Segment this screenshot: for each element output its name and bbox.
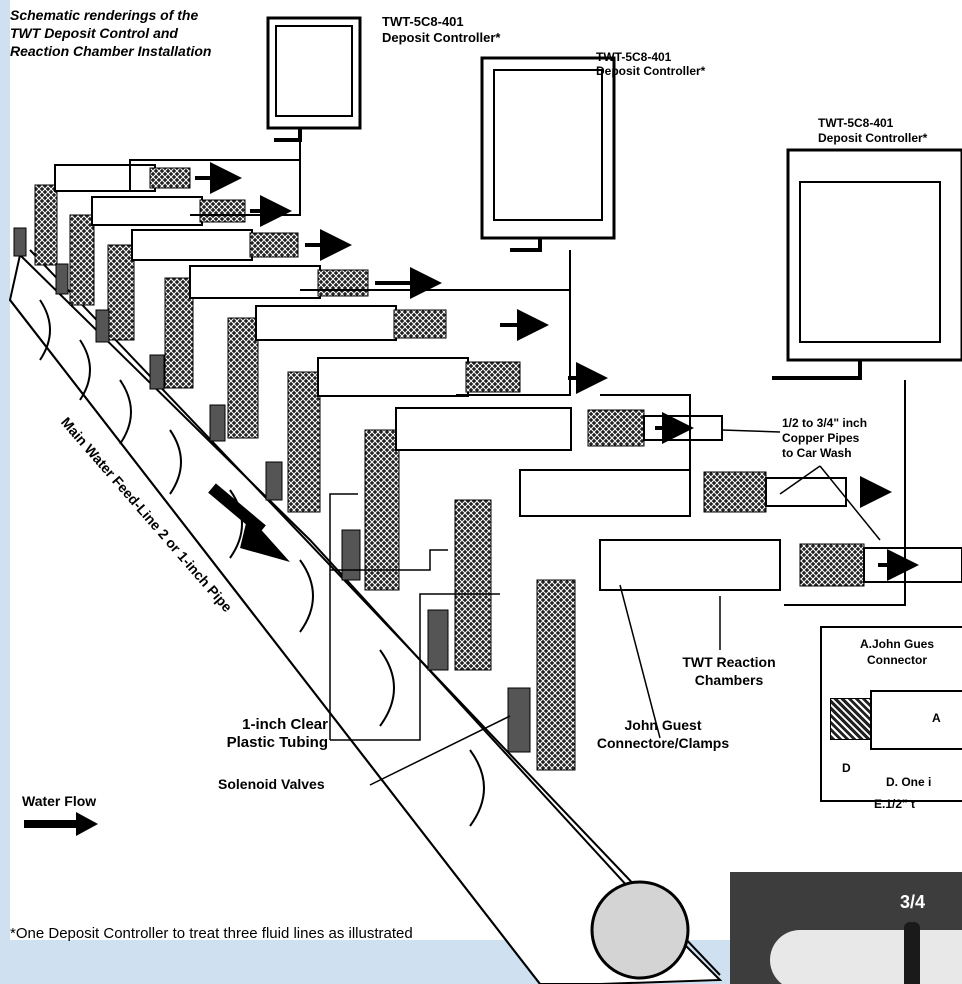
leader-lines: [329, 429, 881, 786]
branch-8: [427, 469, 892, 671]
controller-3-name: Deposit Controller*: [818, 131, 928, 145]
controller-wiring: [129, 140, 906, 606]
main-feed-pipe: [8, 249, 723, 984]
legend-line-e: E.1/2" t: [874, 797, 916, 811]
controller-1-name: Deposit Controller*: [382, 30, 501, 45]
legend-line-d: D. One i: [886, 775, 932, 789]
controller-2-model: TWT-5C8-401: [596, 50, 672, 64]
parts-legend-box: A.John Gues Connector A D D. One i E.1/2…: [820, 626, 962, 811]
reaction-chambers-line-1: TWT Reaction: [682, 654, 776, 670]
branch-9: [507, 539, 962, 771]
reaction-chambers-label: TWT Reaction Chambers: [664, 653, 794, 689]
branch-1: [13, 162, 242, 266]
john-guest-label: John Guest Connectore/Clamps: [588, 716, 738, 752]
main-flow-arrow: [208, 483, 290, 562]
title-line-2: TWT Deposit Control and: [10, 25, 178, 41]
controller-2-name: Deposit Controller*: [596, 64, 706, 78]
copper-pipes-line-3: to Car Wash: [782, 446, 852, 460]
water-flow-arrow: [24, 812, 98, 836]
controller-3-label: TWT-5C8-401 Deposit Controller*: [818, 116, 927, 146]
branch-6: [265, 357, 608, 513]
controller-3-model: TWT-5C8-401: [818, 116, 894, 130]
controller-1: [266, 16, 362, 142]
controller-1-label: TWT-5C8-401 Deposit Controller*: [382, 14, 500, 46]
title-line-3: Reaction Chamber Installation: [10, 43, 212, 59]
legend-heading: A.John Gues Connector: [822, 636, 962, 668]
legend-mesh-swatch: [830, 698, 872, 740]
reaction-chambers-line-2: Chambers: [694, 672, 764, 688]
controller-1-model: TWT-5C8-401: [382, 14, 464, 29]
photo-caption: 3/4: [900, 892, 926, 912]
branch-2: [55, 195, 292, 306]
controller-units: [266, 16, 962, 380]
branch-3: [95, 229, 352, 343]
controller-2-label: TWT-5C8-401 Deposit Controller*: [596, 50, 705, 78]
controller-3: [772, 148, 962, 380]
copper-pipes-line-1: 1/2 to 3/4" inch: [782, 416, 868, 430]
copper-pipes-label: 1/2 to 3/4" inch Copper Pipes to Car Was…: [782, 416, 867, 461]
john-guest-line-1: John Guest: [624, 717, 702, 733]
legend-heading-line-2: Connector: [867, 653, 927, 667]
legend-part-d: D: [842, 761, 851, 775]
copper-pipes-line-2: Copper Pipes: [782, 431, 860, 445]
diagram-title: Schematic renderings of the TWT Deposit …: [10, 6, 211, 60]
branch-assemblies: [13, 162, 962, 771]
branch-7: [341, 407, 723, 591]
photo-clamp-band: [904, 922, 920, 984]
legend-part-a: A: [932, 711, 941, 725]
clear-tubing-label: 1-inch Clear Plastic Tubing: [212, 716, 328, 752]
branch-5: [209, 305, 549, 442]
legend-connector-shape: [870, 690, 962, 750]
clear-tubing-line-2: Plastic Tubing: [226, 734, 328, 751]
left-margin-band: [0, 0, 10, 984]
connector-photo: 3/4: [730, 872, 962, 984]
john-guest-line-2: Connectore/Clamps: [596, 735, 730, 751]
water-flow-label: Water Flow: [22, 793, 97, 809]
controller-2: [480, 56, 616, 252]
clear-tubing-line-1: 1-inch Clear: [242, 716, 328, 733]
legend-heading-line-1: A.John Gues: [859, 637, 934, 651]
footnote: *One Deposit Controller to treat three f…: [10, 925, 413, 942]
title-line-1: Schematic renderings of the: [10, 7, 199, 23]
photo-white-pipe: [770, 930, 962, 984]
branch-4: [149, 265, 442, 390]
solenoid-valves-label: Solenoid Valves: [218, 776, 325, 792]
